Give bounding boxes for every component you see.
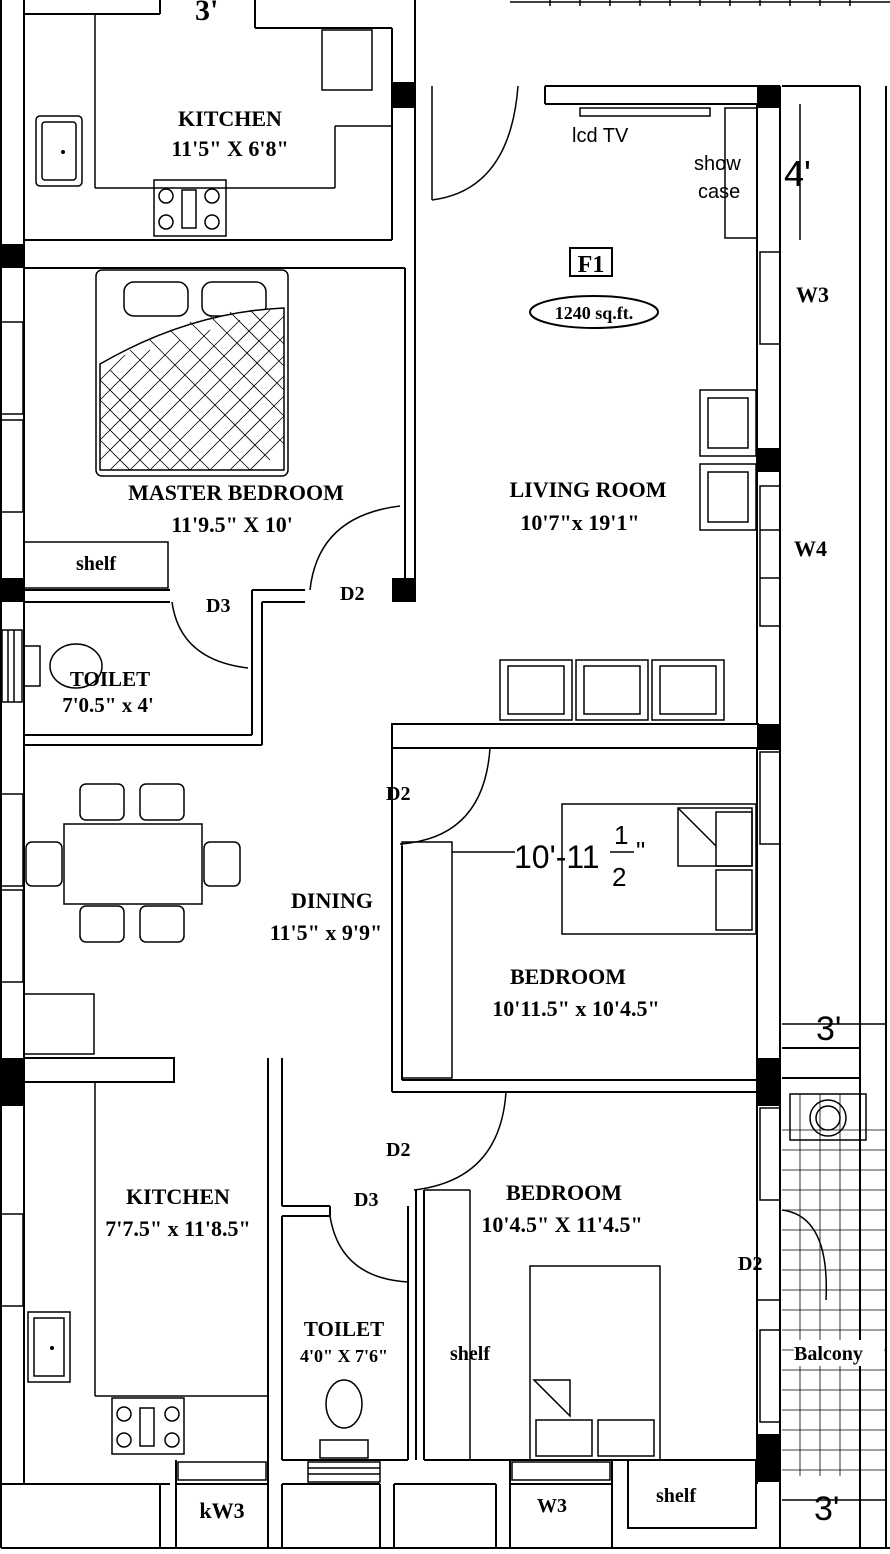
shelf-label-2: shelf: [450, 1343, 490, 1365]
tv-label: lcd TV: [572, 125, 629, 147]
bedroom-2-size: 10'4.5" X 11'4.5": [481, 1212, 642, 1237]
dimension-3ft-upper: 3': [782, 1010, 886, 1048]
bed-dimension-den: 2: [612, 862, 626, 892]
area-badge: 1240 sq.ft.: [529, 295, 659, 329]
balcony: Balcony: [781, 1093, 886, 1476]
showcase-label-1: show: [694, 153, 741, 175]
window-kw3-label: kW3: [199, 1498, 244, 1523]
window-w3-label: W3: [796, 282, 829, 307]
bottom-strip: kW3 W3 shelf: [159, 1459, 757, 1548]
bed-icon: [95, 269, 289, 477]
dimension-4ft: 4': [784, 104, 811, 240]
dimension-3ft-upper-label: 3': [816, 1010, 841, 1048]
kitchen-2-name: KITCHEN: [126, 1184, 230, 1209]
showcase-label-2: case: [698, 181, 740, 203]
living-room-name: LIVING ROOM: [509, 477, 666, 502]
stove-icon: [153, 179, 227, 237]
columns: [1, 82, 781, 1482]
door-d3-toilet-1: D3: [206, 595, 230, 617]
bedroom-1-name: BEDROOM: [510, 964, 626, 989]
master-bedroom: MASTER BEDROOM 11'9.5" X 10' shelf: [23, 268, 406, 745]
dimension-3ft-lower: 3': [782, 1490, 886, 1528]
window-w3-bottom-label: W3: [537, 1495, 567, 1517]
sofa-icon: [499, 659, 725, 721]
toilet-2: D3 TOILET 4'0" X 7'6": [282, 1189, 409, 1483]
balcony-label: Balcony: [794, 1343, 863, 1365]
bed-dimension-num: 1: [614, 820, 628, 850]
tv-unit: lcd TV show case: [572, 107, 758, 239]
door-d2-master: D2: [340, 583, 364, 605]
living-divider: [391, 723, 759, 749]
right-windows: [759, 251, 781, 845]
toilet-1-name: TOILET: [70, 667, 150, 691]
door-d2-bedroom-1: D2: [386, 783, 410, 805]
top-scale: [510, 0, 890, 6]
dining-name: DINING: [291, 888, 373, 913]
kitchen-1-size: 11'5" X 6'8": [171, 136, 288, 161]
toilet-1-size: 7'0.5" x 4': [62, 693, 154, 717]
bed-dimension-inch: ": [636, 836, 645, 866]
bedroom-1: D2 10'-11 1 2 " BEDROOM 10'11.5" x 10'4.…: [386, 747, 757, 1093]
armchair-icon: [699, 389, 757, 531]
dimension-4ft-label: 4': [784, 153, 811, 194]
flat-id-text: F1: [578, 252, 605, 278]
toilet-2-name: TOILET: [304, 1317, 384, 1341]
window-w4-label: W4: [794, 536, 827, 561]
bedroom-2-name: BEDROOM: [506, 1180, 622, 1205]
left-windows: [0, 321, 24, 1307]
bedroom-1-size: 10'11.5" x 10'4.5": [492, 996, 659, 1021]
shelf-label-1: shelf: [76, 553, 116, 575]
wc-icon-2: [307, 1379, 381, 1483]
bedroom-2: shelf BEDROOM 10'4.5" X 11'4.5" D2: [415, 1107, 781, 1461]
door-d2-lower: D2: [386, 1139, 410, 1161]
shelf-label-3: shelf: [656, 1485, 696, 1507]
dining-table-icon: [25, 783, 241, 943]
bed-dimension-main: 10'-11: [514, 839, 600, 875]
kitchen-1-name: KITCHEN: [178, 106, 282, 131]
dimension-3ft-lower-label: 3': [814, 1490, 839, 1528]
toilet-1: D3 TOILET 7'0.5" x 4': [1, 595, 262, 746]
door-d2-balcony: D2: [738, 1253, 762, 1275]
kitchen-2-size: 7'7.5" x 11'8.5": [105, 1216, 250, 1241]
kitchen-2: KITCHEN 7'7.5" x 11'8.5": [23, 1057, 330, 1460]
area-text: 1240 sq.ft.: [555, 303, 634, 323]
flat-id-badge: F1: [569, 247, 613, 278]
top-dimension: 3': [195, 0, 218, 27]
toilet-2-size: 4'0" X 7'6": [300, 1346, 388, 1366]
stove-icon-2: [111, 1397, 185, 1455]
door-d3-toilet-2: D3: [354, 1189, 378, 1211]
master-bedroom-size: 11'9.5" X 10': [171, 512, 293, 537]
master-bedroom-name: MASTER BEDROOM: [128, 480, 344, 505]
dining-size: 11'5" x 9'9": [270, 920, 382, 945]
wc-icon: [1, 629, 103, 703]
living-room-size: 10'7"x 19'1": [520, 510, 639, 535]
kitchen-1: KITCHEN 11'5" X 6'8": [24, 14, 405, 269]
